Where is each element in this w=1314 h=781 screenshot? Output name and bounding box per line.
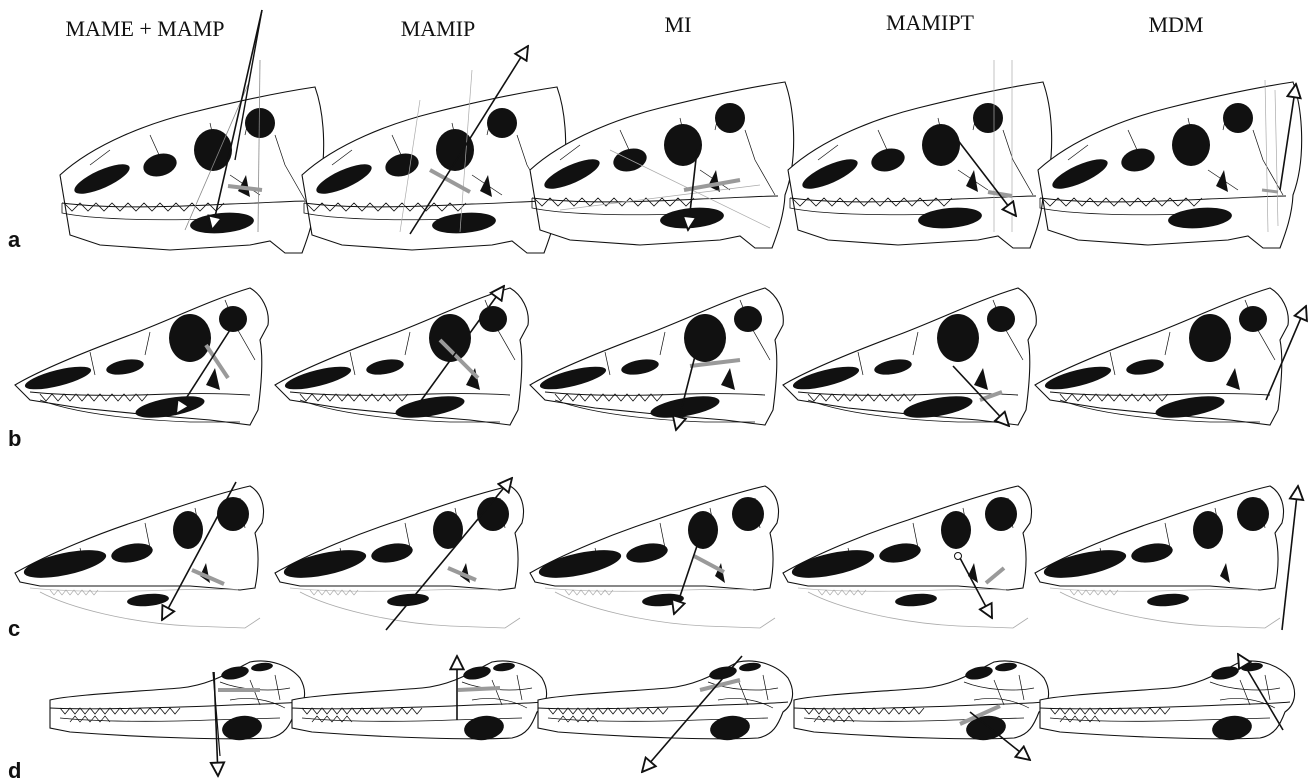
panel-d-mi <box>538 656 793 772</box>
panel-a-mi <box>530 82 794 248</box>
row-label-b: b <box>8 426 21 451</box>
panel-c-mi <box>530 486 779 628</box>
row-b-panels <box>15 286 1306 430</box>
column-label-mamipt: MAMIPT <box>886 10 975 35</box>
panel-d-mdm <box>1040 654 1295 743</box>
panel-d-mamip <box>292 656 547 743</box>
panel-b-mi <box>530 288 783 430</box>
column-label-mi: MI <box>665 12 692 37</box>
row-label-c: c <box>8 616 20 641</box>
row-labels: a b c d <box>8 227 21 781</box>
panel-b-mdm <box>1035 288 1306 425</box>
panel-b-mamipt <box>783 288 1036 426</box>
column-label-mamip: MAMIP <box>401 16 476 41</box>
panel-d-mamipt <box>794 661 1049 760</box>
column-label-mdm: MDM <box>1148 12 1203 37</box>
row-label-a: a <box>8 227 21 252</box>
panel-a-mamipt <box>788 60 1052 248</box>
panel-d-mame-mamp <box>50 661 305 776</box>
row-label-d: d <box>8 758 21 781</box>
panel-b-mamip <box>275 286 528 425</box>
column-label-mame-mamp: MAME + MAMP <box>65 16 224 41</box>
panel-c-mdm <box>1035 486 1298 630</box>
row-a-panels <box>60 10 1302 253</box>
panel-c-mamip <box>275 478 524 630</box>
panel-c-mame-mamp <box>15 482 264 628</box>
panel-c-mamipt <box>783 486 1032 628</box>
panel-a-mame-mamp <box>60 10 324 253</box>
column-headers: MAME + MAMP MAMIP MI MAMIPT MDM <box>65 10 1203 41</box>
panel-a-mdm <box>1038 80 1302 248</box>
row-c-panels <box>15 478 1298 630</box>
row-d-panels <box>50 654 1295 776</box>
panel-a-mamip <box>302 46 566 253</box>
panel-b-mame-mamp <box>15 288 268 425</box>
